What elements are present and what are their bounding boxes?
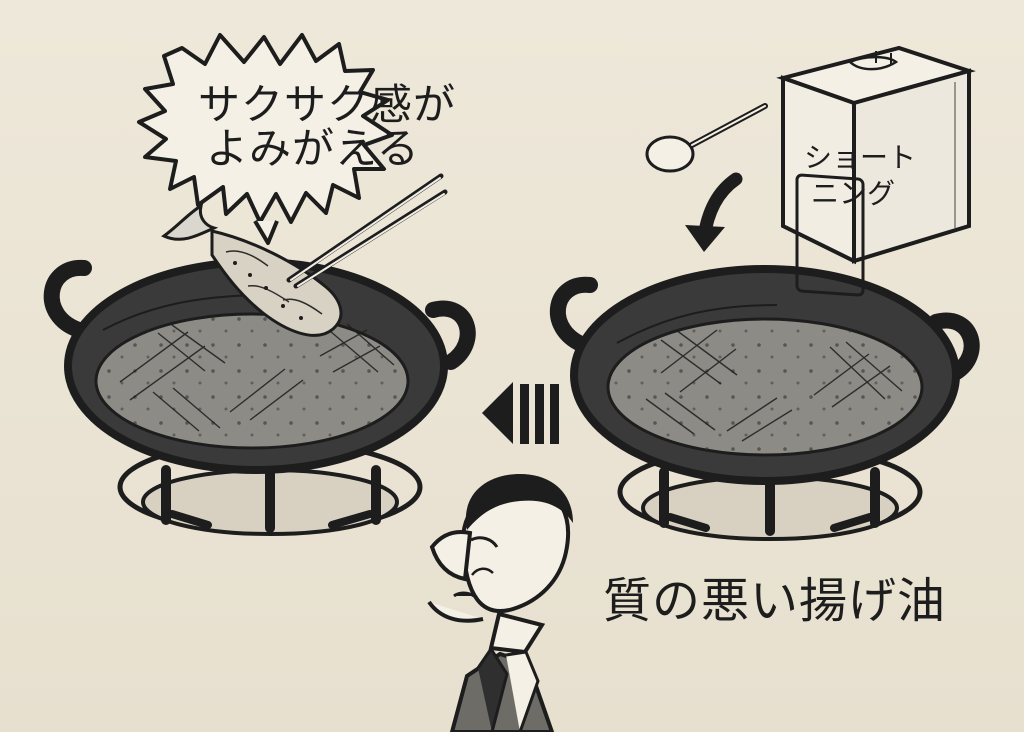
speech-bubble bbox=[137, 33, 394, 245]
fried-shrimp-icon bbox=[161, 203, 343, 337]
burner-icon bbox=[617, 444, 923, 541]
spoon-icon bbox=[645, 103, 768, 173]
chopsticks-icon bbox=[286, 173, 448, 289]
caption-text: 質の悪い揚げ油 bbox=[603, 573, 947, 629]
speech-line-2: よみがえる bbox=[206, 124, 420, 173]
right-frying-pan bbox=[550, 265, 980, 485]
speech-line-1: サクサク感が bbox=[198, 80, 457, 129]
down-arrow-icon bbox=[685, 172, 743, 252]
can-label-line-1: ショート bbox=[804, 141, 917, 174]
left-frying-pan bbox=[43, 258, 476, 474]
man-icon bbox=[427, 474, 573, 732]
shortening-can-icon bbox=[776, 45, 976, 297]
can-label-line-2: ニング bbox=[811, 177, 896, 210]
left-arrow-icon bbox=[482, 382, 559, 444]
